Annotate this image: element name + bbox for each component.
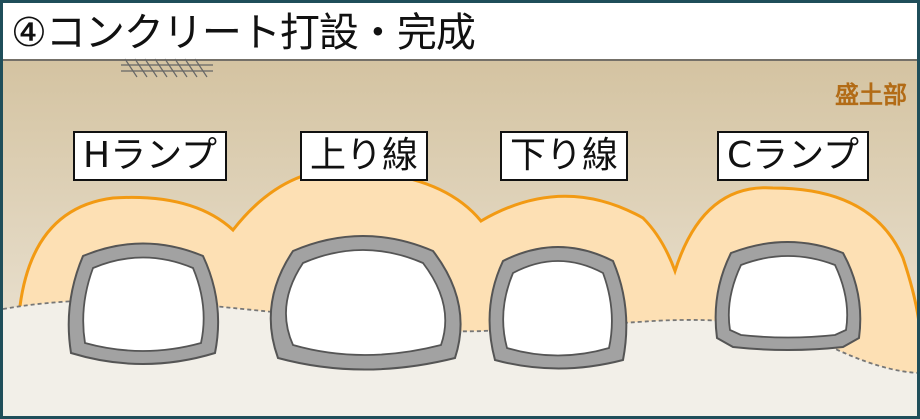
tunnel-c-ramp [714,241,862,351]
cross-section-scene [3,58,917,416]
label-down-line: 下り線 [500,131,629,181]
ground-hatch-icon [121,58,213,78]
tunnel-h-ramp [67,242,220,365]
tunnel-up-line [269,235,462,371]
label-up-line: 上り線 [300,131,429,181]
embankment-label: 盛土部 [835,81,907,109]
lower-ground [3,300,917,416]
tunnel-down-line [488,246,628,370]
label-h-ramp: Hランプ [73,131,227,181]
page-title: ④コンクリート打設・完成 [11,10,476,56]
label-c-ramp: Cランプ [717,131,870,181]
